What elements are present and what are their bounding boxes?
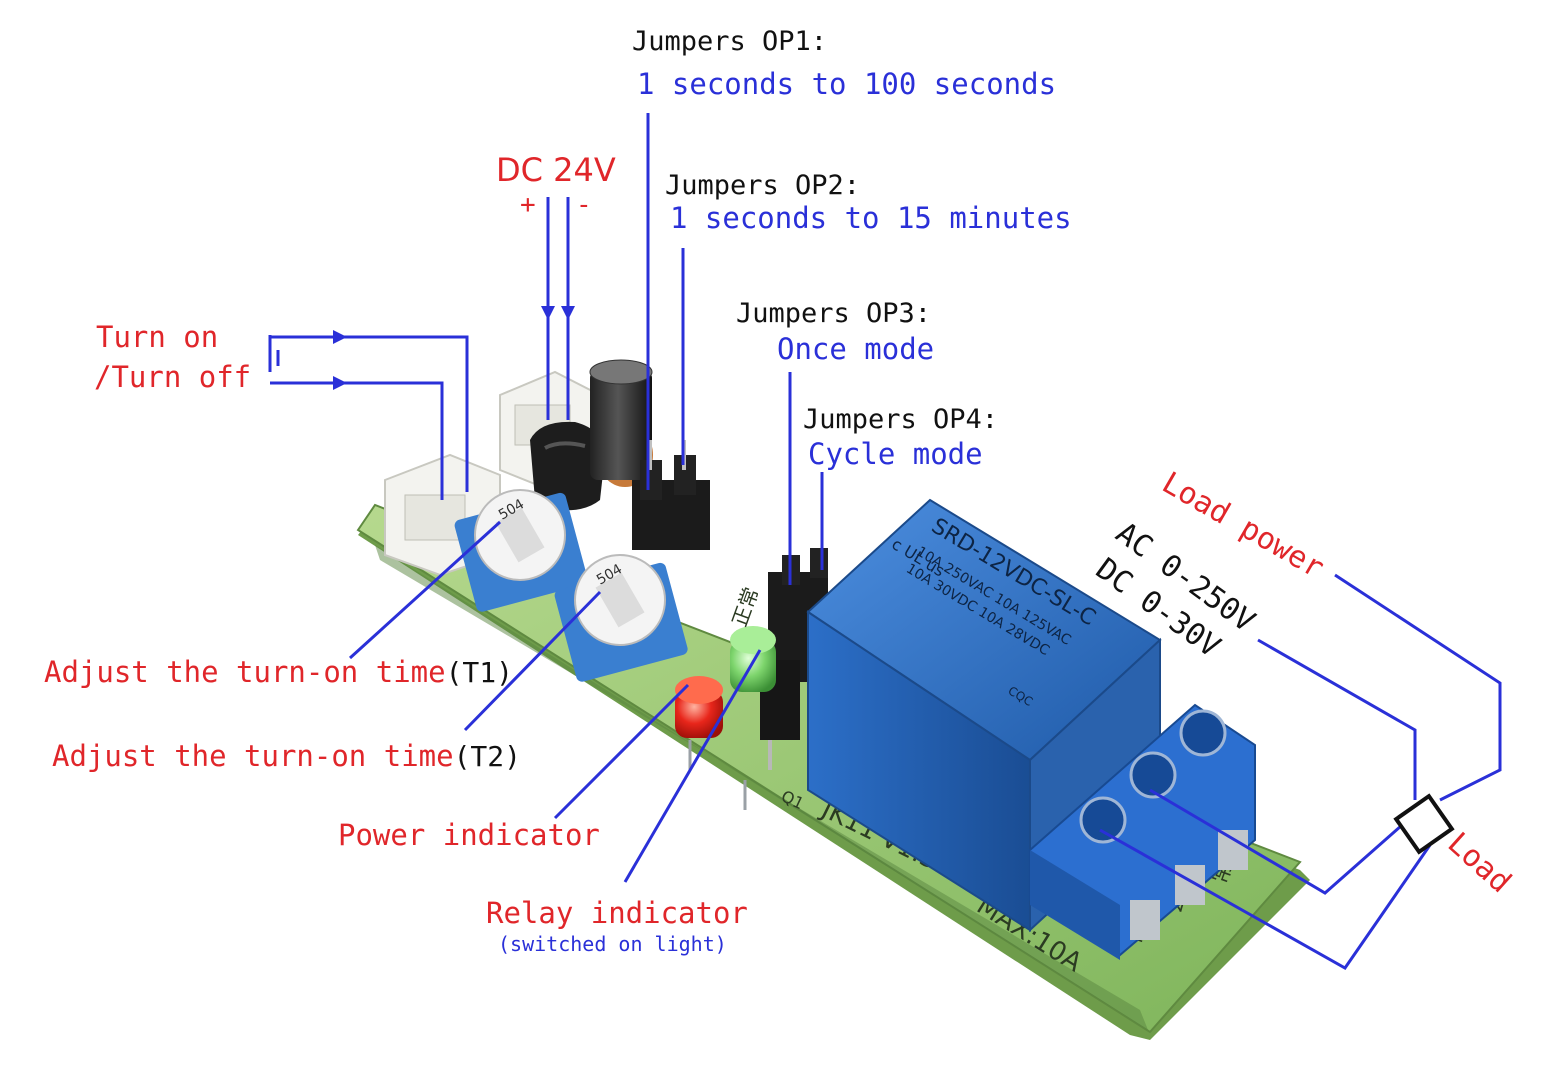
potentiometer-t1: 504: [454, 489, 588, 612]
t1-text: Adjust the turn-on time: [44, 655, 446, 689]
op2-range: 1 seconds to 15 minutes: [670, 201, 1072, 235]
op1-title: Jumpers OP1:: [632, 26, 828, 57]
t2-text: Adjust the turn-on time: [52, 739, 454, 773]
pcb-pins: [688, 740, 747, 810]
t2-label: Adjust the turn-on time(T2): [52, 742, 521, 771]
electrolytic-capacitor: [589, 359, 653, 480]
terminal-block: [1029, 703, 1256, 960]
dc-plus-label: +: [520, 190, 536, 220]
op2-title: Jumpers OP2:: [665, 170, 861, 201]
op4-title: Jumpers OP4:: [803, 404, 999, 435]
op1-range: 1 seconds to 100 seconds: [637, 67, 1057, 101]
jumper-op1-op2: [632, 440, 710, 550]
t2-suffix: (T2): [453, 740, 522, 773]
load-wire-common: [1099, 828, 1432, 970]
switch-label-off: /Turn off: [94, 360, 252, 394]
t1-suffix: (T1): [445, 656, 514, 689]
dc-minus-label: -: [576, 190, 592, 220]
power-indicator-label: Power indicator: [338, 818, 600, 852]
pcb-mode-label: 正常: [727, 584, 763, 630]
t2-pointer-line: [463, 590, 602, 732]
led-relay: [730, 626, 776, 692]
op3-mode: Once mode: [777, 332, 935, 366]
transistor: [530, 421, 605, 511]
dc-supply-label: DC 24V: [496, 151, 616, 189]
relay-indicator-label: Relay indicator: [486, 896, 748, 930]
annotation-lines: [268, 113, 1502, 970]
power-indicator-line: [553, 683, 690, 820]
op4-mode: Cycle mode: [808, 437, 983, 471]
load-wire-power: [1334, 573, 1502, 802]
t1-pointer-line: [348, 520, 502, 660]
relay-indicator-note: (switched on light): [498, 932, 727, 956]
led-power: [675, 676, 723, 738]
potentiometer-t2: 504: [554, 554, 688, 682]
load-wire-ac-in: [1257, 638, 1417, 800]
op3-title: Jumpers OP3:: [736, 298, 932, 329]
relay-indicator-line: [623, 649, 762, 883]
t1-label: Adjust the turn-on time(T1): [44, 658, 513, 687]
load-wire-middle: [1149, 788, 1411, 895]
switch-label-on: Turn on: [96, 320, 219, 354]
load-symbol: [1393, 793, 1455, 855]
